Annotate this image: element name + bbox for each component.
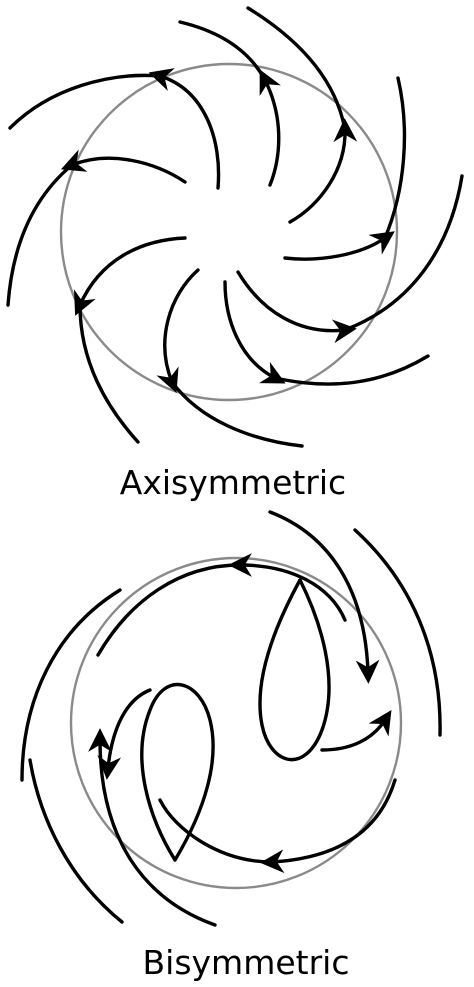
- spiral-arm-9: [6, 163, 74, 307]
- spiral-arm-7: [170, 380, 304, 448]
- spiral-arm-1: [8, 73, 162, 130]
- spiral-arm-6-tail: [223, 280, 286, 384]
- spiral-arm-3-tail: [288, 118, 358, 224]
- spiral-arm-4-tail: [283, 231, 395, 261]
- spiral-arm-8-tail: [73, 236, 187, 316]
- inner-stream-right: [258, 578, 331, 762]
- bisymmetric-label: Bisymmetric: [143, 943, 350, 982]
- outer-right-stream: [268, 510, 380, 684]
- spiral-arm-2-tail: [259, 69, 281, 187]
- outer-left-upper: [20, 588, 122, 782]
- spiral-arm-5-tail: [236, 270, 357, 344]
- inner-stream-left-arrow: [97, 688, 152, 780]
- axisymmetric-flow-lines: [6, 6, 464, 448]
- inner-stream-right-arrow: [320, 710, 392, 752]
- spiral-arm-4: [383, 76, 407, 240]
- spiral-arm-9-tail: [60, 149, 187, 184]
- outer-arc-top-tail: [96, 563, 242, 657]
- spiral-arm-1-tail: [148, 68, 221, 190]
- spiral-arm-2: [178, 20, 267, 82]
- spiral-arm-7-tail: [156, 268, 200, 394]
- outer-right-far: [353, 528, 442, 737]
- outer-arc-bottom: [260, 778, 397, 874]
- outer-left-stream: [88, 728, 217, 927]
- spiral-arm-5: [343, 174, 464, 332]
- axisymmetric-ring: [59, 62, 399, 402]
- outer-left-far: [28, 758, 124, 924]
- axisymmetric-label: Axisymmetric: [120, 463, 346, 502]
- spiral-arm-3: [246, 6, 347, 132]
- outer-arc-bottom-tail: [158, 798, 274, 864]
- outer-arc-top: [228, 553, 347, 622]
- inner-stream-left: [140, 682, 215, 862]
- spiral-arm-8: [78, 303, 140, 444]
- bisymmetric-panel: Bisymmetric: [20, 510, 442, 982]
- axisymmetric-panel: Axisymmetric: [6, 6, 464, 502]
- bisymmetric-flow-lines: [20, 510, 442, 927]
- spiral-arm-6: [273, 354, 430, 386]
